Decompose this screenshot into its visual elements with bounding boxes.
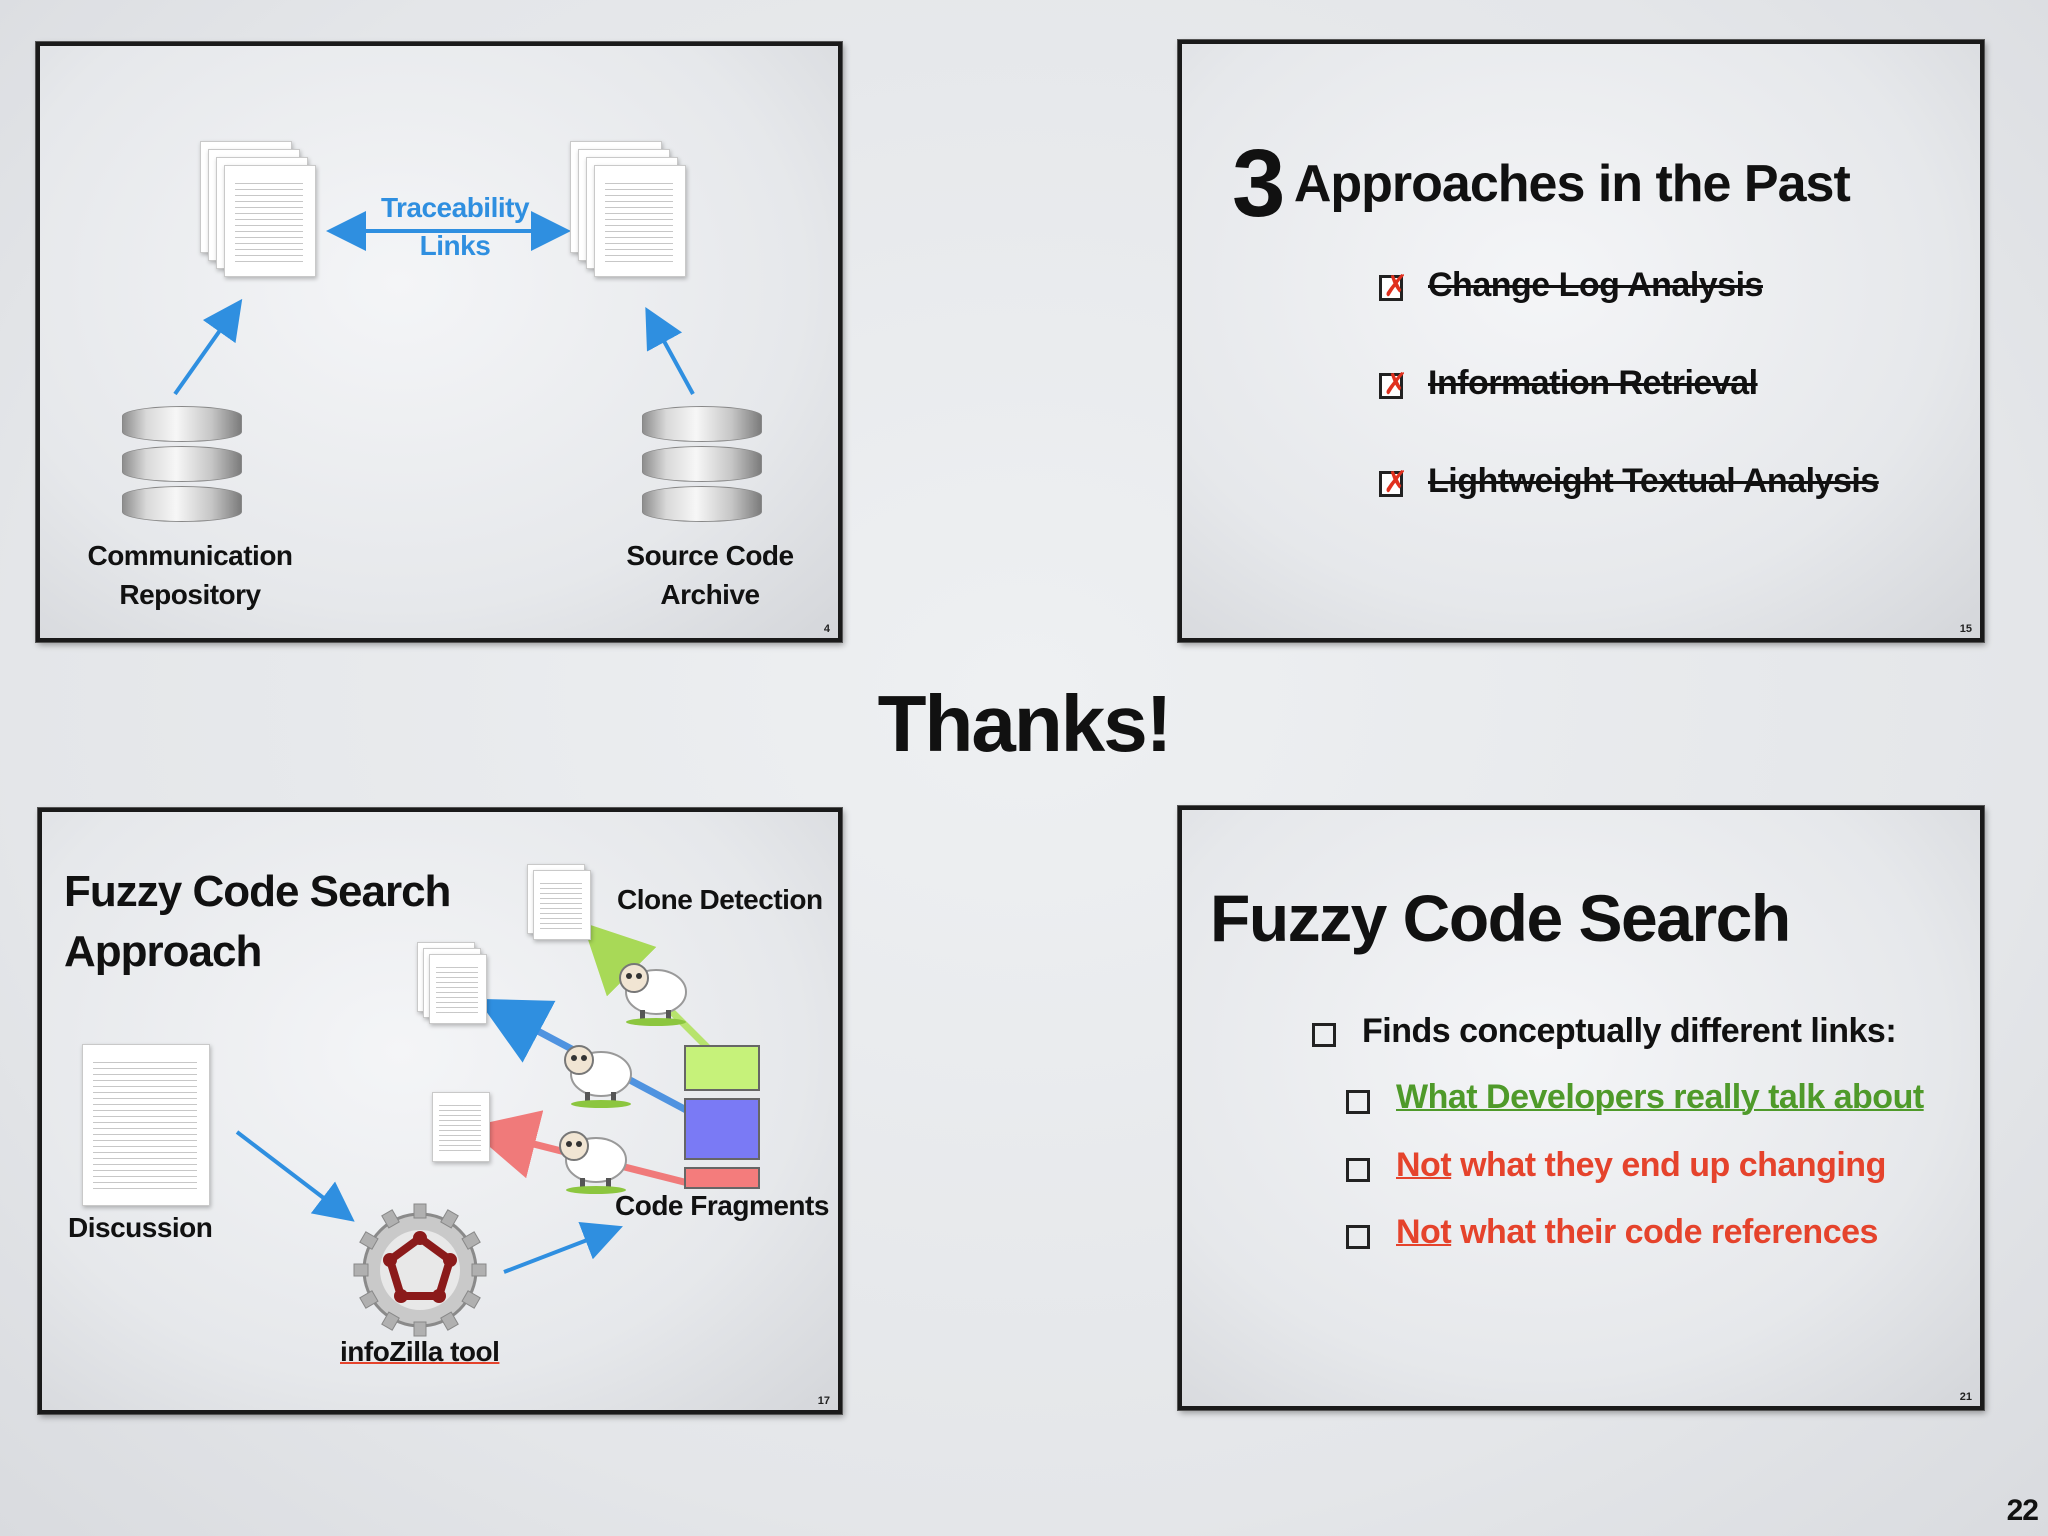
checkbox-icon xyxy=(1312,1023,1336,1047)
sheep-icon xyxy=(552,1120,632,1195)
traceability-label: Traceability Links xyxy=(370,189,540,265)
crossed-checkbox-icon xyxy=(1379,275,1403,301)
code-fragment-blue xyxy=(684,1098,760,1160)
checkbox-icon xyxy=(1346,1090,1370,1114)
source-code-archive-label: Source Code Archive xyxy=(610,536,810,614)
slide-fuzzy-approach[interactable]: Fuzzy Code Search Approach Clone xyxy=(38,808,842,1414)
checkbox-icon xyxy=(1346,1225,1370,1249)
approach-item-label: Change Log Analysis xyxy=(1428,266,1763,305)
communication-repository-label: Communication Repository xyxy=(60,536,320,614)
slide-number: 15 xyxy=(1960,623,1972,635)
infozilla-tool-label: infoZilla tool xyxy=(340,1336,499,1368)
slide-title: Fuzzy Code Search xyxy=(1210,880,1790,956)
sub-bullet-developers: What Developers really talk about xyxy=(1396,1078,1924,1117)
code-fragment-green xyxy=(684,1045,760,1091)
gear-icon xyxy=(350,1200,490,1340)
title-text: Approaches in the Past xyxy=(1294,155,1850,213)
sheep-icon xyxy=(612,952,692,1027)
slide-traceability-links[interactable]: Traceability Links Communication Reposit… xyxy=(36,42,842,642)
sheep-icon xyxy=(557,1034,637,1109)
sub-bullet-references: Not what their code references xyxy=(1396,1213,1878,1252)
reference-document xyxy=(432,1092,490,1162)
crossed-checkbox-icon xyxy=(1379,471,1403,497)
tool-to-fragments-arrow xyxy=(504,1232,608,1272)
crossed-checkbox-icon xyxy=(1379,373,1403,399)
code-fragment-red xyxy=(684,1167,760,1189)
code-fragments-label: Code Fragments xyxy=(615,1190,829,1222)
main-bullet: Finds conceptually different links: xyxy=(1362,1012,1896,1051)
slide-fuzzy-code-search[interactable]: Fuzzy Code Search Finds conceptually dif… xyxy=(1178,806,1984,1410)
right-up-arrow xyxy=(653,321,693,394)
slide-approaches-past[interactable]: 3 Approaches in the Past Change Log Anal… xyxy=(1178,40,1984,642)
slide-title: 3 Approaches in the Past xyxy=(1232,129,1850,239)
title-number: 3 xyxy=(1232,130,1284,237)
discussion-document xyxy=(82,1044,210,1206)
clone-detection-label: Clone Detection xyxy=(617,884,823,916)
main-title: Thanks! xyxy=(824,678,1224,770)
sub-bullet-text: what their code references xyxy=(1451,1213,1878,1251)
page-number: 22 xyxy=(2007,1494,2038,1528)
checkbox-icon xyxy=(1346,1158,1370,1182)
approach-item-label: Information Retrieval xyxy=(1428,364,1758,403)
slide-number: 17 xyxy=(818,1395,830,1407)
slide-number: 4 xyxy=(824,623,830,635)
left-up-arrow xyxy=(175,312,233,394)
not-prefix: Not xyxy=(1396,1146,1451,1184)
approach-item-label: Lightweight Textual Analysis xyxy=(1428,462,1879,501)
sub-bullet-changing: Not what they end up changing xyxy=(1396,1146,1886,1185)
slide-number: 21 xyxy=(1960,1391,1972,1403)
sub-bullet-text: what they end up changing xyxy=(1451,1146,1886,1184)
discussion-label: Discussion xyxy=(68,1212,212,1244)
discussion-to-tool-arrow xyxy=(237,1132,342,1212)
not-prefix: Not xyxy=(1396,1213,1451,1251)
